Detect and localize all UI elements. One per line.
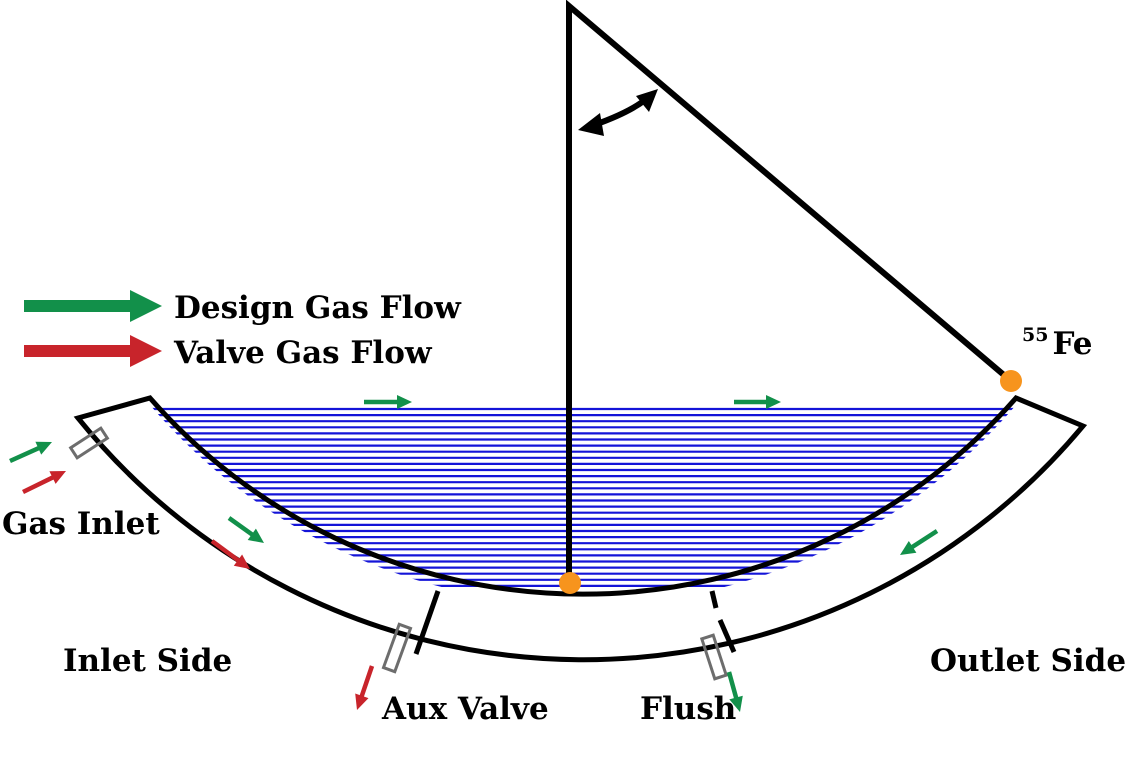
source-element: Fe	[1052, 326, 1092, 362]
swing-arrowhead-left	[578, 113, 604, 136]
partition-flush	[717, 618, 737, 654]
flush-label: Flush	[640, 691, 736, 727]
design-flow-arrow	[227, 516, 255, 538]
flow-arrowhead	[35, 441, 52, 455]
legend-design-label: Design Gas Flow	[174, 290, 462, 326]
pendulum-frame	[566, 0, 1013, 575]
gas-inlet-port	[68, 426, 110, 460]
source-dot-top	[1000, 370, 1022, 392]
valve-flow-arrow	[210, 539, 241, 564]
legend-valve-arrow	[24, 335, 162, 367]
legend: Design Gas Flow Valve Gas Flow	[24, 290, 462, 371]
source-dot-bottom	[559, 572, 581, 594]
flow-arrowhead	[49, 471, 66, 484]
valve-flow-arrow	[359, 665, 375, 699]
flow-arrowhead	[900, 541, 917, 555]
swing-arrowhead-right	[636, 89, 658, 112]
legend-valve-label: Valve Gas Flow	[173, 335, 433, 371]
partition-aux	[413, 590, 441, 655]
flow-arrowhead	[233, 554, 250, 569]
design-flow-arrow	[726, 671, 739, 701]
gas-inlet-label: Gas Inlet	[2, 506, 160, 542]
flow-arrowhead	[397, 395, 412, 409]
source-label: 55 Fe	[1022, 324, 1093, 362]
drift-field-lines	[150, 407, 1016, 588]
flow-arrowhead	[766, 395, 781, 409]
aux-valve-port	[381, 622, 413, 674]
legend-design-arrow	[24, 290, 162, 322]
source-mass-number: 55	[1022, 324, 1048, 346]
outlet-side-label: Outlet Side	[930, 643, 1126, 679]
partition-flush-top	[709, 590, 719, 609]
chamber-outline	[73, 395, 1088, 663]
flow-arrowhead	[729, 695, 743, 712]
flow-arrowhead	[247, 528, 264, 543]
flow-arrowhead	[355, 693, 369, 710]
design-flow-arrow	[909, 529, 939, 550]
aux-valve-label: Aux Valve	[381, 691, 549, 727]
design-flow-arrow	[9, 445, 42, 464]
flush-port	[699, 633, 729, 681]
valve-flow-arrow	[22, 474, 56, 495]
inlet-side-label: Inlet Side	[63, 643, 232, 679]
design-flow-arrows	[9, 395, 939, 712]
swing-arc	[593, 97, 647, 128]
valve-flow-arrows	[22, 471, 375, 710]
